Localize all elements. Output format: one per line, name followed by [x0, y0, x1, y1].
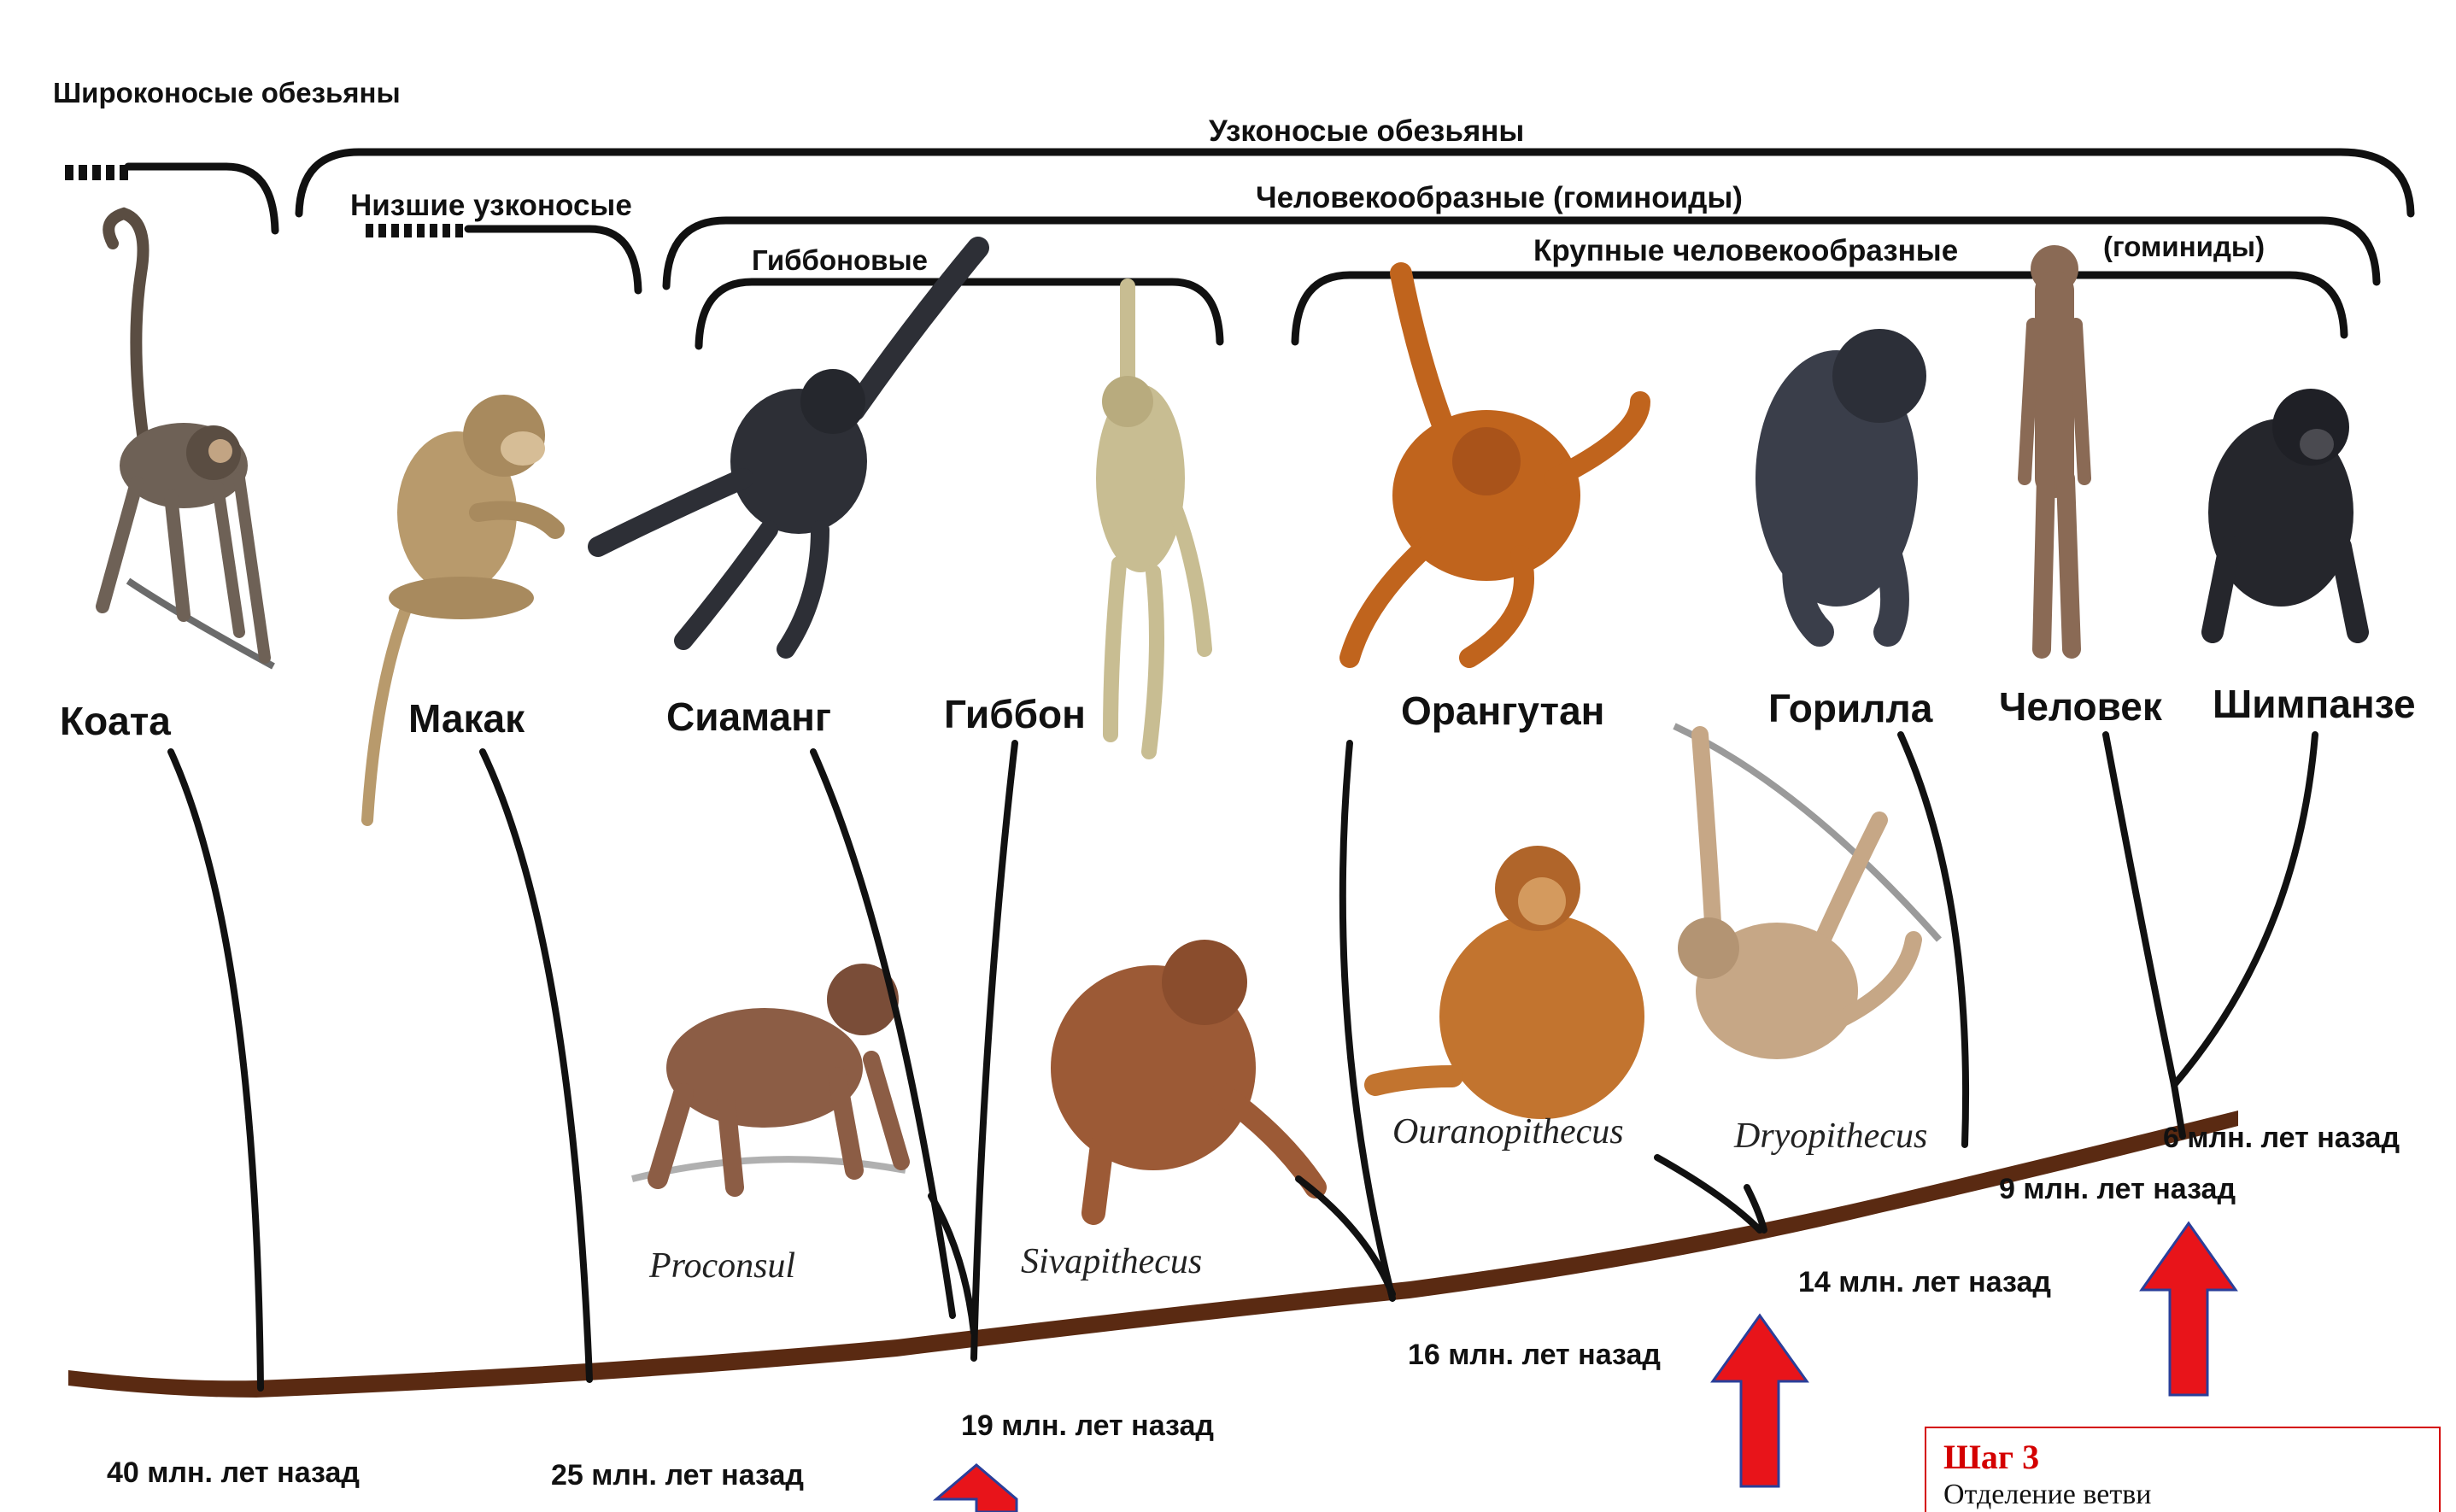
- proconsul-illustration: [632, 964, 906, 1187]
- label-human: Человек: [1999, 684, 2163, 729]
- time-6: 6 млн. лет назад: [2163, 1122, 2400, 1154]
- red-up-arrow-icon: [936, 1465, 1017, 1512]
- label-dryopithecus: Dryopithecus: [1733, 1116, 1927, 1156]
- label-lower-catarrhini: Низшие узконосые: [350, 189, 632, 222]
- red-up-arrow-icon: [2142, 1223, 2236, 1395]
- label-hominids: (гоминиды): [2103, 231, 2265, 262]
- label-ouranopithecus: Ouranopithecus: [1392, 1112, 1624, 1152]
- bracket-platyrrhini: [128, 167, 275, 231]
- label-gibbon: Гиббон: [944, 692, 1086, 736]
- chimpanzee-illustration: [2208, 389, 2358, 632]
- time-9: 9 млн. лет назад: [1999, 1173, 2236, 1205]
- branch-gibbon: [974, 743, 1015, 1358]
- label-koata: Коата: [60, 699, 171, 743]
- label-platyrrhini: Широконосые обезьяны: [53, 77, 401, 108]
- label-orangutan: Орангутан: [1401, 689, 1604, 733]
- sivapithecus-illustration: [1051, 940, 1316, 1213]
- time-40: 40 млн. лет назад: [107, 1456, 360, 1489]
- step-title: Шаг 3: [1943, 1437, 2424, 1478]
- branch-koata: [171, 752, 261, 1388]
- bracket-gibbons: [699, 282, 1220, 346]
- macaque-illustration: [367, 395, 555, 820]
- dryopithecus-illustration: [1674, 726, 1939, 1059]
- label-catarrhini: Узконосые обезьяны: [1209, 114, 1524, 148]
- orangutan-illustration: [1350, 273, 1640, 658]
- branch-macaque: [483, 752, 589, 1380]
- label-chimpanzee: Шимпанзе: [2213, 682, 2416, 726]
- label-great-apes: Крупные человекообразные: [1533, 234, 1958, 267]
- gibbon-illustration: [1096, 286, 1205, 752]
- label-sivapithecus: Sivapithecus: [1021, 1242, 1202, 1281]
- gorilla-illustration: [1756, 329, 1926, 632]
- human-illustration: [2025, 245, 2084, 649]
- time-14: 14 млн. лет назад: [1798, 1266, 2051, 1298]
- label-gibbons: Гиббоновые: [752, 244, 928, 276]
- branch-chimpanzee: [2174, 735, 2315, 1085]
- red-up-arrow-icon: [1713, 1316, 1807, 1486]
- time-16: 16 млн. лет назад: [1408, 1339, 1661, 1371]
- bracket-lower-catarrhini: [468, 229, 638, 290]
- siamang-illustration: [598, 248, 978, 649]
- time-25: 25 млн. лет назад: [551, 1459, 804, 1491]
- label-hominoids: Человекообразные (гоминоиды): [1256, 181, 1743, 214]
- label-gorilla: Горилла: [1768, 686, 1933, 730]
- step-callout: Шаг 3 Отделение ветви: [1925, 1427, 2441, 1512]
- label-siamang: Сиаманг: [666, 694, 831, 739]
- koata-illustration: [103, 214, 273, 666]
- bracket-great-apes: [1295, 275, 2344, 342]
- branch-orangutan: [1343, 743, 1392, 1298]
- step-text: Отделение ветви: [1943, 1478, 2424, 1512]
- label-macaque: Макак: [408, 696, 525, 741]
- time-19: 19 млн. лет назад: [961, 1409, 1214, 1442]
- branch-ouranopithecus: [1657, 1157, 1760, 1230]
- branch-human: [2106, 735, 2174, 1085]
- ouranopithecus-illustration: [1375, 846, 1644, 1119]
- label-proconsul: Proconsul: [648, 1246, 795, 1286]
